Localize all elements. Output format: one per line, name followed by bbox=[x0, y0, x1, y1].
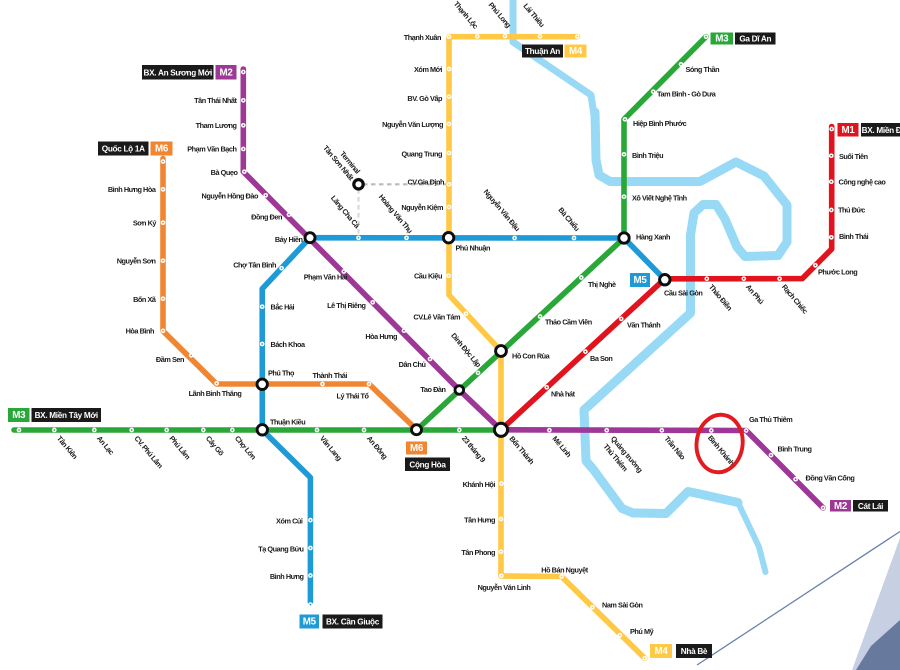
svg-text:Bắc Hải: Bắc Hải bbox=[271, 302, 295, 311]
svg-text:Bình Thái: Bình Thái bbox=[839, 232, 869, 241]
svg-text:Sóng Thần: Sóng Thần bbox=[686, 65, 720, 74]
svg-text:Tam Bình - Gò Dưa: Tam Bình - Gò Dưa bbox=[657, 90, 717, 99]
svg-text:Nhà Bè: Nhà Bè bbox=[681, 647, 708, 656]
svg-text:Tân Thái Nhất: Tân Thái Nhất bbox=[194, 96, 237, 105]
svg-text:Xóm Mới: Xóm Mới bbox=[414, 65, 442, 74]
svg-text:Thuận Kiều: Thuận Kiều bbox=[270, 418, 305, 427]
svg-text:Bình Hưng: Bình Hưng bbox=[270, 572, 304, 581]
svg-text:Nguyễn Văn Lượng: Nguyễn Văn Lượng bbox=[382, 120, 443, 129]
svg-text:Lãnh Binh Thăng: Lãnh Binh Thăng bbox=[189, 389, 242, 398]
svg-text:Tham Lương: Tham Lương bbox=[196, 121, 237, 130]
svg-text:M4: M4 bbox=[654, 646, 668, 657]
svg-text:Văn Thánh: Văn Thánh bbox=[627, 320, 660, 329]
svg-text:M2: M2 bbox=[219, 67, 233, 78]
svg-text:Tân Phong: Tân Phong bbox=[461, 548, 495, 557]
svg-text:Thạnh Xuân: Thạnh Xuân bbox=[404, 33, 441, 42]
svg-text:BV. Gò Vấp: BV. Gò Vấp bbox=[407, 94, 443, 103]
svg-text:Chợ Tân Bình: Chợ Tân Bình bbox=[233, 261, 276, 270]
svg-text:Thủ Đức: Thủ Đức bbox=[838, 205, 865, 214]
svg-text:Suối Tiên: Suối Tiên bbox=[839, 152, 868, 161]
svg-text:Xô Viết Nghệ Tĩnh: Xô Viết Nghệ Tĩnh bbox=[632, 194, 687, 203]
svg-text:Đầm Sen: Đầm Sen bbox=[156, 355, 184, 364]
svg-text:M6: M6 bbox=[155, 144, 169, 155]
svg-text:Hàng Xanh: Hàng Xanh bbox=[636, 233, 670, 242]
svg-text:Nam Sài Gòn: Nam Sài Gòn bbox=[602, 600, 642, 609]
svg-text:Tao Đàn: Tao Đàn bbox=[420, 385, 445, 394]
svg-text:Nhà hát: Nhà hát bbox=[551, 390, 576, 399]
svg-text:Hòa Hưng: Hòa Hưng bbox=[365, 332, 397, 341]
svg-text:Xóm Củi: Xóm Củi bbox=[276, 516, 303, 525]
svg-text:Bảy Hiền: Bảy Hiền bbox=[275, 235, 303, 244]
svg-text:M4: M4 bbox=[569, 46, 583, 57]
svg-text:Bách Khoa: Bách Khoa bbox=[271, 340, 306, 349]
svg-text:Thuận An: Thuận An bbox=[525, 47, 560, 56]
svg-text:Đồng Đen: Đồng Đen bbox=[251, 213, 282, 222]
svg-text:Hòa Bình: Hòa Bình bbox=[126, 326, 154, 335]
svg-text:BX. An Sương Mới: BX. An Sương Mới bbox=[144, 68, 212, 77]
svg-text:Phú Mỹ: Phú Mỹ bbox=[630, 627, 655, 636]
svg-text:Nguyễn Hồng Đào: Nguyễn Hồng Đào bbox=[202, 192, 259, 201]
svg-text:Bốn Xã: Bốn Xã bbox=[133, 295, 157, 304]
svg-text:Khánh Hội: Khánh Hội bbox=[463, 480, 496, 489]
svg-text:Ga Dĩ An: Ga Dĩ An bbox=[739, 35, 771, 44]
svg-text:Bình Hưng Hòa: Bình Hưng Hòa bbox=[108, 185, 157, 194]
svg-text:Hồ Con Rùa: Hồ Con Rùa bbox=[512, 352, 551, 361]
svg-text:Nguyễn Văn Linh: Nguyễn Văn Linh bbox=[478, 583, 531, 592]
svg-text:Ba Son: Ba Son bbox=[590, 354, 612, 363]
svg-text:Cầu Kiệu: Cầu Kiệu bbox=[414, 271, 442, 280]
svg-text:Cộng Hòa: Cộng Hòa bbox=[409, 460, 446, 469]
svg-text:Hiệp Bình Phước: Hiệp Bình Phước bbox=[633, 119, 687, 128]
svg-text:Tân Hưng: Tân Hưng bbox=[464, 516, 495, 525]
svg-text:Phú Nhuận: Phú Nhuận bbox=[456, 243, 490, 252]
svg-text:Phạm Văn Bạch: Phạm Văn Bạch bbox=[187, 145, 236, 154]
svg-text:BX. Miền Tây Mới: BX. Miền Tây Mới bbox=[35, 411, 98, 420]
svg-text:Thảo Cầm Viên: Thảo Cầm Viên bbox=[545, 317, 592, 326]
svg-text:Bà Quẹo: Bà Quẹo bbox=[211, 168, 239, 177]
svg-text:Nguyễn Kiệm: Nguyễn Kiệm bbox=[401, 203, 444, 212]
svg-text:Quốc Lộ 1A: Quốc Lộ 1A bbox=[102, 145, 145, 154]
svg-text:Nguyễn Sơn: Nguyễn Sơn bbox=[117, 256, 156, 265]
svg-text:Bình Trung: Bình Trung bbox=[778, 444, 812, 453]
svg-text:Ga Thủ Thiêm: Ga Thủ Thiêm bbox=[749, 415, 793, 424]
svg-text:M5: M5 bbox=[303, 617, 317, 628]
svg-text:Cầu Sài Gòn: Cầu Sài Gòn bbox=[664, 289, 702, 298]
svg-text:Phước Long: Phước Long bbox=[818, 268, 857, 277]
svg-text:Bình Triệu: Bình Triệu bbox=[632, 151, 663, 160]
svg-text:M3: M3 bbox=[715, 34, 729, 45]
svg-text:M2: M2 bbox=[834, 501, 848, 512]
svg-text:BX. Miền Đ: BX. Miền Đ bbox=[862, 126, 900, 135]
svg-text:Phú Thọ: Phú Thọ bbox=[268, 369, 295, 378]
svg-text:Lý Thái Tổ: Lý Thái Tổ bbox=[337, 392, 370, 401]
svg-text:Thị Nghè: Thị Nghè bbox=[588, 280, 616, 289]
svg-text:Cát Lái: Cát Lái bbox=[858, 502, 883, 511]
svg-text:M6: M6 bbox=[410, 443, 424, 454]
svg-text:BX. Cần Giuộc: BX. Cần Giuộc bbox=[326, 618, 380, 627]
svg-text:CV.Lê Văn Tám: CV.Lê Văn Tám bbox=[413, 313, 461, 322]
svg-text:M5: M5 bbox=[633, 275, 647, 286]
svg-text:M3: M3 bbox=[12, 410, 26, 421]
svg-text:M1: M1 bbox=[841, 125, 855, 136]
svg-text:Phạm Văn Hai: Phạm Văn Hai bbox=[304, 273, 348, 282]
svg-text:Lê Thị Riêng: Lê Thị Riêng bbox=[327, 301, 365, 310]
svg-text:Dân Chủ: Dân Chủ bbox=[399, 360, 426, 369]
svg-text:Thành Thái: Thành Thái bbox=[313, 371, 348, 380]
svg-text:Sơn Ký: Sơn Ký bbox=[133, 218, 158, 227]
svg-text:Hồ Bán Nguyệt: Hồ Bán Nguyệt bbox=[541, 566, 588, 575]
svg-text:Quang Trung: Quang Trung bbox=[402, 150, 442, 159]
svg-text:Đồng Văn Cống: Đồng Văn Cống bbox=[806, 473, 855, 482]
svg-text:CV.Gia Định: CV.Gia Định bbox=[407, 178, 444, 187]
svg-text:Tạ Quang Bửu: Tạ Quang Bửu bbox=[258, 544, 303, 553]
svg-text:Công nghệ cao: Công nghệ cao bbox=[839, 177, 887, 186]
